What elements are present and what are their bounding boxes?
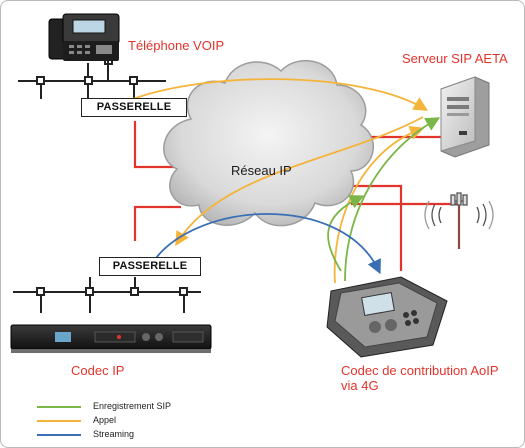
legend-streaming: Streaming xyxy=(93,429,135,439)
contribution-codec xyxy=(326,276,448,358)
codec-ip-rack xyxy=(10,324,212,353)
codec-ip-label: Codec IP xyxy=(71,363,125,378)
telephone-bus xyxy=(18,56,166,99)
telephone-label: Téléphone VOIP xyxy=(128,38,225,53)
link-cloud-to-antenna xyxy=(351,202,461,249)
legend-call: Appel xyxy=(93,415,117,425)
legend-sip-registration: Enregistrement SIP xyxy=(93,401,172,411)
call-path-2 xyxy=(175,116,424,247)
codec-contrib-label-line1: Codec de contribution AoIP xyxy=(341,363,499,378)
link-gateway-top-to-cloud xyxy=(133,121,183,169)
sip-registration-path-1 xyxy=(344,117,441,282)
streaming-path xyxy=(150,213,381,275)
flow-sip-registration xyxy=(327,117,441,282)
call-path-1 xyxy=(132,78,429,111)
legend-lines xyxy=(37,406,81,436)
link-cloud-to-codec xyxy=(346,184,403,271)
sip-registration-path-2 xyxy=(327,195,365,272)
codec-ip-bus xyxy=(13,277,201,313)
gateway-bottom: PASSERELLE xyxy=(99,257,201,276)
antenna-tower xyxy=(424,192,494,249)
sip-server xyxy=(440,76,490,158)
voip-phone xyxy=(48,13,120,61)
codec-contrib-label-line2: via 4G xyxy=(341,378,379,393)
link-gateway-bottom-to-cloud xyxy=(133,205,181,241)
gateway-top: PASSERELLE xyxy=(81,98,187,117)
ip-network-cloud xyxy=(163,59,375,227)
network-label: Réseau IP xyxy=(231,163,292,178)
flow-streaming xyxy=(150,213,381,275)
server-label: Serveur SIP AETA xyxy=(402,51,508,66)
